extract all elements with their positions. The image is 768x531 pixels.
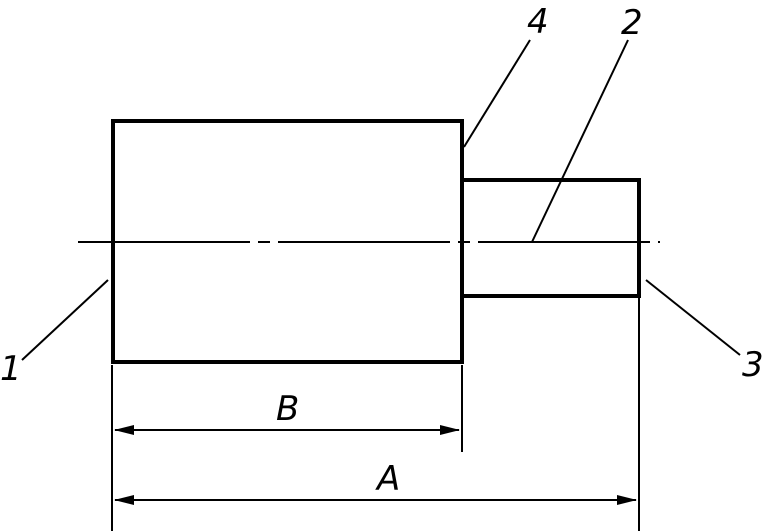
leader-line-3 — [645, 279, 741, 356]
dimension-label-b: B — [276, 389, 299, 429]
leader-label-4: 4 — [527, 2, 549, 42]
arrowhead-b-left — [114, 425, 134, 435]
leader-label-3: 3 — [742, 345, 764, 385]
small-section-outline — [460, 178, 641, 298]
dimension-label-a: A — [375, 459, 400, 499]
leader-label-1: 1 — [0, 349, 22, 389]
leader-line-2 — [531, 39, 629, 243]
leader-line-1 — [21, 279, 109, 361]
arrowhead-a-left — [114, 495, 134, 505]
arrowhead-b-right — [440, 425, 460, 435]
leader-line-4 — [463, 39, 531, 148]
arrowhead-a-right — [617, 495, 637, 505]
leader-label-2: 2 — [621, 3, 643, 43]
